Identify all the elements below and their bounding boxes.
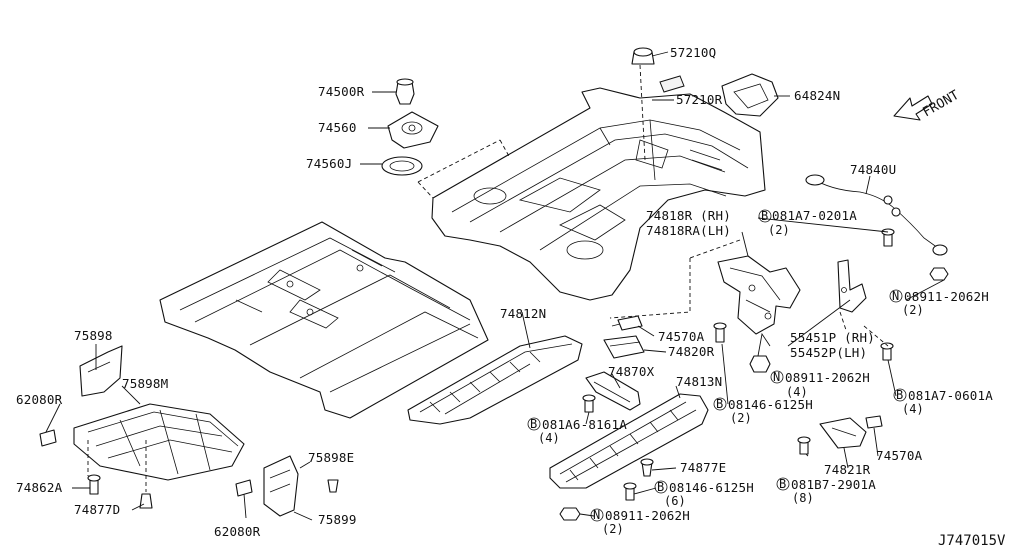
label-74560J: 74560J <box>306 156 352 171</box>
bolt-081A7-0201A <box>881 228 895 247</box>
undercover-74813N <box>549 393 709 489</box>
label-08146-6125H-b: 08146-6125H <box>669 480 754 495</box>
qty-08146-6125H-b: (6) <box>664 494 686 508</box>
bolt-08146-6125H-b <box>623 482 637 501</box>
qty-08911-2062H-c: (2) <box>602 522 624 536</box>
label-57210R: 57210R <box>676 92 723 107</box>
nut-marker-a: N <box>892 289 899 303</box>
qty-08146-6125H-a: (2) <box>730 411 752 425</box>
label-74877E: 74877E <box>680 460 726 475</box>
label-08911-2062H-c: 08911-2062H <box>605 508 690 523</box>
clip-74877D <box>139 493 153 509</box>
bolt-marker-e: B <box>657 480 664 494</box>
clip-62080R-b <box>235 479 253 497</box>
label-75898: 75898 <box>74 328 113 343</box>
label-74820R: 74820R <box>668 344 715 359</box>
label-74818R: 74818R (RH) <box>646 208 731 223</box>
label-57210Q: 57210Q <box>670 45 716 60</box>
qty-081A7-0201A: (2) <box>768 223 790 237</box>
bolt-marker-d: B <box>530 417 537 431</box>
front-arrow-icon <box>893 95 933 121</box>
nut-marker-b: N <box>773 370 780 384</box>
cover-64824N <box>721 73 779 117</box>
nut-08911-2062H-a <box>929 267 949 281</box>
splash-guard-75899 <box>263 455 299 517</box>
splash-guard-75898 <box>79 345 123 397</box>
label-74877D: 74877D <box>74 502 120 517</box>
label-74840U: 74840U <box>850 162 896 177</box>
undercover-75898M <box>73 403 245 481</box>
bracket-74821R <box>819 417 867 449</box>
clip-74877E <box>640 458 654 477</box>
bolt-08146-6125H-a <box>713 322 727 343</box>
label-55451P: 55451P (RH) <box>790 330 875 345</box>
clamp-74560 <box>387 111 439 149</box>
bracket-55451P <box>837 259 867 313</box>
clip-74570A-b <box>865 415 883 429</box>
label-74818RA: 74818RA(LH) <box>646 223 731 238</box>
ring-74560J <box>381 156 423 176</box>
diagram-reference-code: J747015V <box>938 533 1006 549</box>
label-74560: 74560 <box>318 120 357 135</box>
clip-62080R-a <box>39 429 57 447</box>
clip-74570A-a <box>611 315 643 331</box>
label-64824N: 64824N <box>794 88 840 103</box>
label-08146-6125H-a: 08146-6125H <box>728 397 813 412</box>
qty-081A7-0601A: (4) <box>902 402 924 416</box>
rear-floor-panel <box>431 87 766 301</box>
front-label: FRONT <box>920 88 962 121</box>
qty-081A6-8161A: (4) <box>538 431 560 445</box>
label-74500R: 74500R <box>318 84 365 99</box>
label-081B7-2901A: 081B7-2901A <box>791 477 876 492</box>
label-74821R: 74821R <box>824 462 871 477</box>
pad-57210R <box>659 75 685 93</box>
undercover-74812N <box>407 335 583 425</box>
qty-081B7-2901A: (8) <box>792 491 814 505</box>
label-74812N: 74812N <box>500 306 546 321</box>
cable-74840U <box>805 174 948 256</box>
bolt-marker-b: B <box>896 388 903 402</box>
clip-74862A <box>87 474 101 495</box>
bolt-081B7-2901A <box>797 436 811 455</box>
nut-08911-2062H-b <box>749 355 771 373</box>
label-74813N: 74813N <box>676 374 722 389</box>
nut-marker-c: N <box>593 508 600 522</box>
bolt-marker-a: B <box>761 209 768 223</box>
label-74570A-b: 74570A <box>876 448 923 463</box>
bolt-081A6-8161A <box>582 394 596 413</box>
bracket-74818R <box>717 255 801 335</box>
label-62080R-b: 62080R <box>214 524 261 539</box>
bolt-marker-f: B <box>779 477 786 491</box>
label-75899: 75899 <box>318 512 357 527</box>
label-74870X: 74870X <box>608 364 655 379</box>
label-74570A-a: 74570A <box>658 329 705 344</box>
bolt-081A7-0601A <box>880 342 894 361</box>
label-75898E: 75898E <box>308 450 354 465</box>
label-081A6-8161A: 081A6-8161A <box>542 417 627 432</box>
qty-08911-2062H-b: (4) <box>786 385 808 399</box>
bracket-74870X <box>585 371 641 411</box>
nut-08911-2062H-c <box>559 507 581 521</box>
bracket-74820R <box>603 335 645 359</box>
label-08911-2062H-b: 08911-2062H <box>785 370 870 385</box>
label-74862A: 74862A <box>16 480 63 495</box>
label-75898M: 75898M <box>122 376 168 391</box>
front-floor-panel <box>159 221 489 419</box>
label-081A7-0201A: 081A7-0201A <box>772 208 857 223</box>
qty-08911-2062H-a: (2) <box>902 303 924 317</box>
clamp-74500R <box>395 78 415 105</box>
label-08911-2062H-a: 08911-2062H <box>904 289 989 304</box>
grommet-57210Q <box>631 47 655 65</box>
label-62080R-a: 62080R <box>16 392 63 407</box>
bolt-marker-c: B <box>716 397 723 411</box>
label-081A7-0601A: 081A7-0601A <box>908 388 993 403</box>
label-55452P: 55452P(LH) <box>790 345 867 360</box>
clip-75898E <box>327 479 339 493</box>
